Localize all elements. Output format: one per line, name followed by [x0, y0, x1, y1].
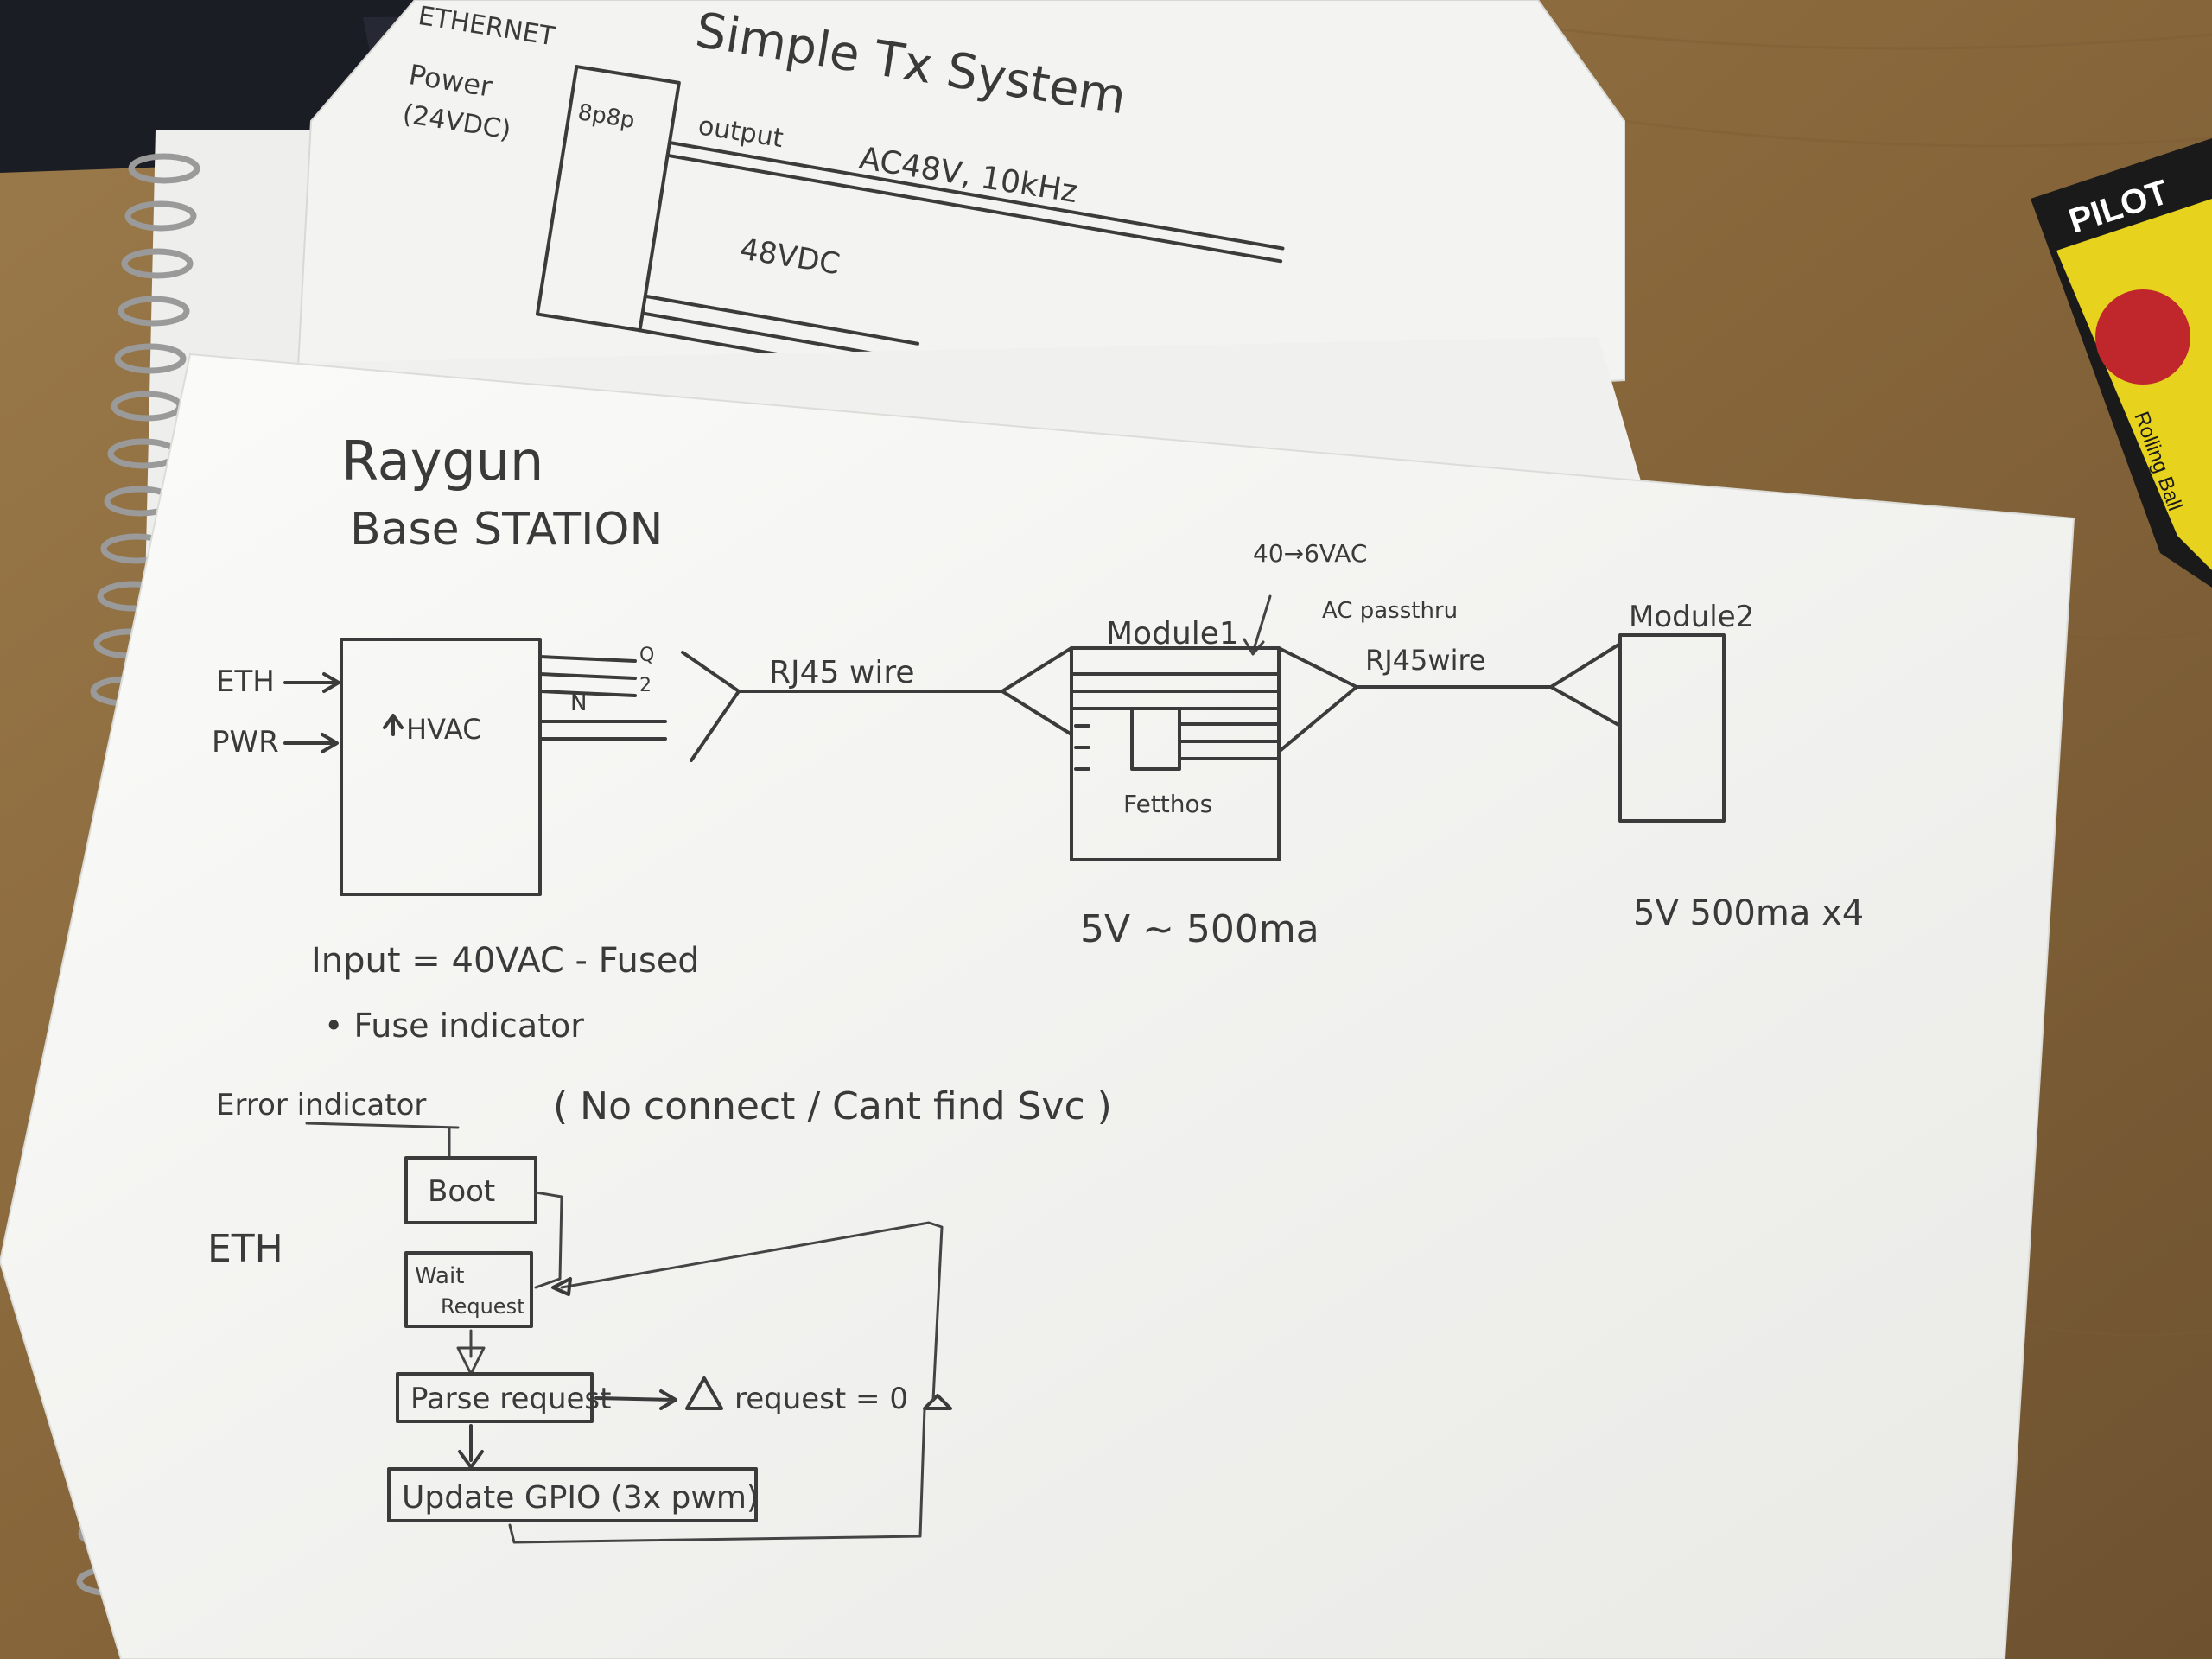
boot-label: Boot	[428, 1174, 495, 1209]
up-arrow-icon	[923, 1394, 952, 1410]
hvac-arrow-icon	[383, 714, 404, 736]
module1-inner-label: Fetthos	[1123, 790, 1212, 818]
right-arrow-icon	[594, 1389, 677, 1410]
wait-label: Wait	[415, 1263, 464, 1289]
base-station-diagram: ETH PWR HVAC Q 2 N	[212, 638, 741, 896]
eth-input-arrow-icon	[283, 672, 340, 693]
module2-spec: 5V 500ma x4	[1633, 893, 1864, 933]
module1-box	[1070, 646, 1281, 861]
module1-note-pass: AC passthru	[1322, 598, 1458, 624]
boot-box	[404, 1156, 537, 1224]
rj45-wire-label-2: RJ45wire	[1365, 644, 1486, 677]
update-gpio-box	[387, 1467, 758, 1522]
parse-request-box	[396, 1372, 594, 1423]
condition-label: request = 0	[734, 1382, 908, 1416]
pwr-input-label: PWR	[212, 725, 279, 760]
note-arrow-icon	[1243, 594, 1272, 656]
module2-diagram: Module2 5V 500ma x4	[1549, 600, 1864, 933]
hvac-label: HVAC	[406, 713, 482, 746]
input-note: Input = 40VAC - Fused	[311, 941, 700, 981]
down-arrow-icon-1	[456, 1329, 486, 1376]
error-indicator-note: Error indicator	[216, 1088, 426, 1122]
package-logo-icon	[2095, 289, 2190, 385]
module1-title: Module1	[1106, 616, 1239, 652]
pin-label-1: Q	[639, 645, 654, 666]
fuse-indicator-note: • Fuse indicator	[324, 1007, 584, 1045]
module2-box	[1618, 633, 1726, 823]
raygun-title: Raygun	[341, 429, 543, 493]
module1-note-top: 40→6VAC	[1253, 539, 1367, 568]
eth-flowchart: ETH Boot Wait Request Parse request requ…	[207, 1126, 952, 1544]
module2-connector	[1549, 642, 1622, 728]
pen-package: PILOT Rolling Ball	[2031, 138, 2212, 588]
base-station-subtitle: Base STATION	[350, 504, 663, 556]
loop-back-bottom	[508, 1407, 926, 1544]
wait-request-box	[404, 1251, 533, 1328]
pin-label-2: 2	[639, 675, 652, 696]
module1-spec: 5V ~ 500ma	[1080, 907, 1319, 951]
update-gpio-label: Update GPIO (3x pwm)	[402, 1480, 759, 1516]
no-connect-note: ( No connect / Cant find Svc )	[553, 1084, 1112, 1128]
delta-icon	[685, 1376, 723, 1410]
request-label: Request	[441, 1294, 525, 1319]
module2-title: Module2	[1629, 600, 1754, 634]
fet-chip	[1130, 707, 1181, 771]
module1-left-connector	[1001, 646, 1073, 736]
back-sheet: Simple Tx System ETHERNET Power (24VDC) …	[292, 0, 1625, 451]
rj45-wire-label-1: RJ45 wire	[769, 655, 915, 690]
pin-label-3: N	[570, 690, 587, 716]
back-block	[535, 65, 681, 333]
front-sheet: Raygun Base STATION ETH PWR HVAC Q 2 N R…	[0, 353, 2075, 1659]
parse-request-label: Parse request	[410, 1382, 611, 1416]
base-station-box	[340, 638, 542, 896]
flow-eth-label: ETH	[207, 1227, 283, 1271]
pwr-input-arrow-icon	[283, 733, 339, 753]
loop-back-line	[560, 1221, 944, 1402]
eth-input-label: ETH	[216, 664, 275, 699]
